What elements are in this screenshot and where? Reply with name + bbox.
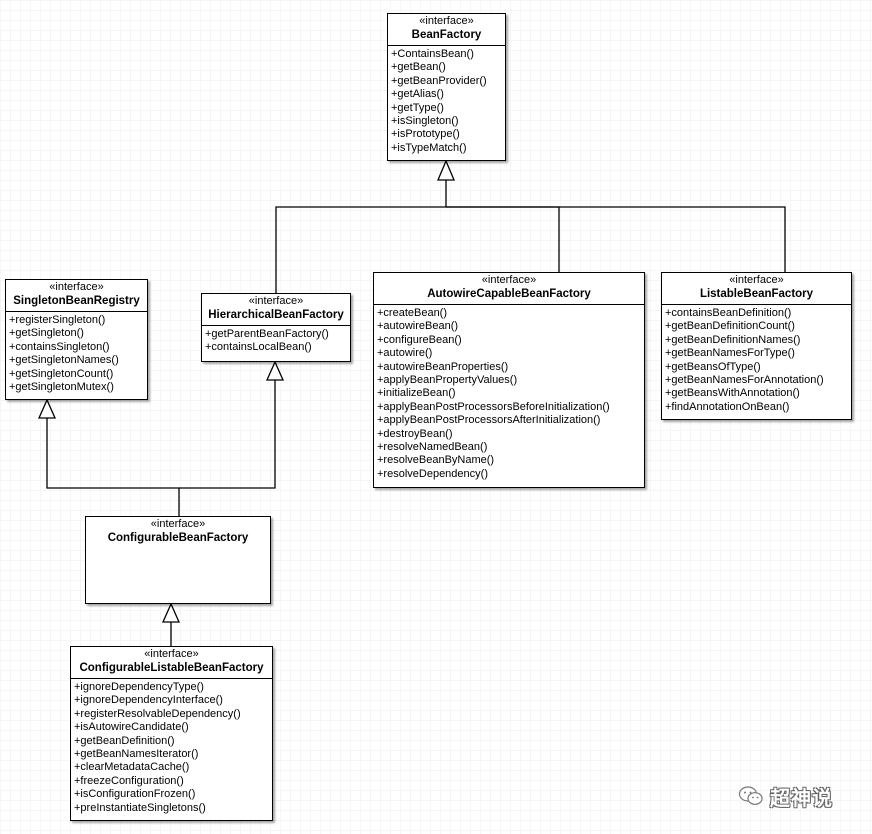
operations-list: +ContainsBean()+getBean()+getBeanProvide… <box>388 46 505 157</box>
operation-item: +freezeConfiguration() <box>74 774 184 787</box>
operation-item: +getBeanDefinitionCount() <box>665 320 795 333</box>
operations-list: +containsBeanDefinition()+getBeanDefinit… <box>662 305 851 416</box>
class-header: «interface» ListableBeanFactory <box>662 273 851 305</box>
operation-item: +ignoreDependencyType() <box>74 681 204 693</box>
operation-item: +preInstantiateSingletons() <box>74 801 206 814</box>
operation-item: +ContainsBean() <box>391 48 474 60</box>
operation-item: +resolveDependency() <box>377 467 488 480</box>
stereotype-label: «interface» <box>150 518 206 530</box>
operation-item: +registerSingleton() <box>9 314 106 326</box>
operation-item: +autowire() <box>377 347 433 360</box>
connector-configurable-to-hierarchical <box>179 380 276 489</box>
operation-item: +autowireBean() <box>377 320 459 333</box>
operation-item: +containsBeanDefinition() <box>665 307 792 319</box>
operation-item: +containsLocalBean() <box>205 341 312 354</box>
stereotype-label: «interface» <box>481 274 537 286</box>
class-header: «interface» ConfigurableListableBeanFact… <box>71 647 272 679</box>
stereotype-label: «interface» <box>248 295 304 307</box>
wechat-icon <box>738 786 763 805</box>
class-header: «interface» AutowireCapableBeanFactory <box>374 273 644 305</box>
operation-item: +createBean() <box>377 307 448 319</box>
stereotype-label: «interface» <box>729 274 784 286</box>
operation-item: +getBeanDefinitionNames() <box>665 333 801 346</box>
class-hierarchical-bean-factory[interactable]: «interface» HierarchicalBeanFactory +get… <box>201 293 351 362</box>
class-configurable-bean-factory[interactable]: «interface» ConfigurableBeanFactory <box>85 516 271 604</box>
operation-item: +getBeansWithAnnotation() <box>665 387 800 400</box>
generalization-arrowhead <box>37 398 57 419</box>
operation-item: +getSingletonMutex() <box>9 381 114 394</box>
operations-list: +getParentBeanFactory()+containsLocalBea… <box>202 326 350 357</box>
operation-item: +getSingletonNames() <box>9 354 119 367</box>
operation-item: +getBeanNamesIterator() <box>74 748 199 761</box>
operations-list: +ignoreDependencyType()+ignoreDependency… <box>71 679 272 817</box>
class-name: SingletonBeanRegistry <box>13 295 140 307</box>
operation-item: +clearMetadataCache() <box>74 761 190 774</box>
operation-item: +getSingleton() <box>9 327 84 340</box>
operation-item: +initializeBean() <box>377 387 456 400</box>
operation-item: +getType() <box>391 101 444 114</box>
operation-item: +getBeanNamesForAnnotation() <box>665 374 824 387</box>
class-bean-factory[interactable]: «interface» BeanFactory +ContainsBean()+… <box>387 13 506 161</box>
stereotype-label: «interface» <box>419 15 474 27</box>
class-header: «interface» ConfigurableBeanFactory <box>86 517 270 548</box>
operation-item: +isConfigurationFrozen() <box>74 788 196 801</box>
operation-item: +ignoreDependencyInterface() <box>74 694 223 707</box>
operation-item: +isTypeMatch() <box>391 141 467 154</box>
stereotype-label: «interface» <box>49 281 104 293</box>
operation-item: +isAutowireCandidate() <box>74 721 189 734</box>
class-autowire-capable-bean-factory[interactable]: «interface» AutowireCapableBeanFactory +… <box>373 272 645 488</box>
class-header: «interface» HierarchicalBeanFactory <box>202 294 350 326</box>
operation-item: +getParentBeanFactory() <box>205 328 329 340</box>
operation-item: +destroyBean() <box>377 427 453 440</box>
operation-item: +getBean() <box>391 61 446 74</box>
operation-item: +resolveBeanByName() <box>377 454 495 467</box>
class-name: HierarchicalBeanFactory <box>208 309 344 321</box>
connector-hierarchical-to-beanfactory <box>275 180 447 293</box>
class-header: «interface» SingletonBeanRegistry <box>6 280 147 312</box>
operation-item: +applyBeanPostProcessorsAfterInitializat… <box>377 414 601 427</box>
operation-item: +containsSingleton() <box>9 340 110 353</box>
generalization-arrowhead <box>265 360 285 381</box>
watermark-text: 超神说 <box>770 785 833 810</box>
connector-listable-to-beanfactory <box>446 206 786 272</box>
class-name: ConfigurableBeanFactory <box>107 532 249 544</box>
watermark: 超神说 <box>738 782 848 810</box>
operation-item: +registerResolvableDependency() <box>74 707 241 720</box>
class-name: ListableBeanFactory <box>699 288 814 300</box>
generalization-arrowhead <box>161 602 181 623</box>
class-name: ConfigurableListableBeanFactory <box>79 662 264 674</box>
operation-item: +getSingletonCount() <box>9 367 114 380</box>
operation-item: +getBeanProvider() <box>391 74 487 87</box>
operations-list: +createBean()+autowireBean()+configureBe… <box>374 305 644 483</box>
operation-item: +isPrototype() <box>391 128 460 141</box>
operation-item: +applyBeanPostProcessorsBeforeInitializa… <box>377 400 610 413</box>
operation-item: +resolveNamedBean() <box>377 441 488 454</box>
operation-item: +findAnnotationOnBean() <box>665 400 790 413</box>
class-name: BeanFactory <box>411 29 482 41</box>
generalization-arrowhead <box>437 159 455 181</box>
operation-item: +getBeanDefinition() <box>74 734 175 747</box>
operation-item: +getAlias() <box>391 88 444 101</box>
operation-item: +configureBean() <box>377 333 462 346</box>
connector-autowire-to-beanfactory <box>446 206 560 272</box>
operation-item: +isSingleton() <box>391 115 459 128</box>
class-singleton-bean-registry[interactable]: «interface» SingletonBeanRegistry +regis… <box>5 279 148 400</box>
operation-item: +applyBeanPropertyValues() <box>377 374 518 387</box>
stereotype-label: «interface» <box>144 648 199 660</box>
operation-item: +getBeansOfType() <box>665 360 761 373</box>
operations-list: +registerSingleton()+getSingleton()+cont… <box>6 312 147 396</box>
class-header: «interface» BeanFactory <box>388 14 505 46</box>
class-name: AutowireCapableBeanFactory <box>427 288 591 300</box>
class-configurable-listable-bean-factory[interactable]: «interface» ConfigurableListableBeanFact… <box>70 646 273 821</box>
operation-item: +autowireBeanProperties() <box>377 360 509 373</box>
connector-configurable-to-singleton <box>46 418 180 516</box>
operation-item: +getBeanNamesForType() <box>665 347 795 360</box>
class-listable-bean-factory[interactable]: «interface» ListableBeanFactory +contain… <box>661 272 852 420</box>
